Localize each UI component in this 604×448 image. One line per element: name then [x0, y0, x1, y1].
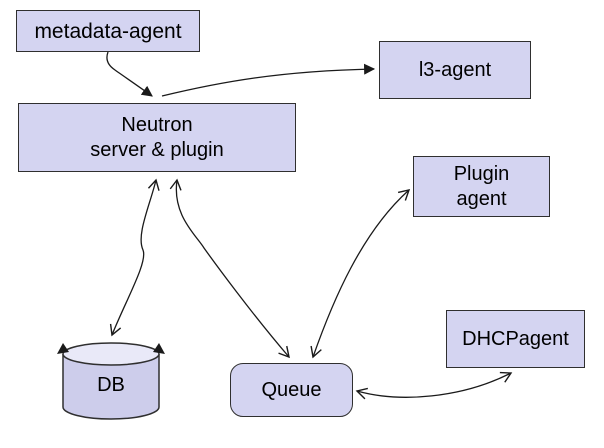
node-neutron-server-label-line1: Neutron [121, 113, 193, 136]
edge-neutron-to-l3 [161, 63, 376, 97]
node-l3-agent: l3-agent [379, 41, 531, 99]
db-cylinder [57, 342, 165, 420]
node-db-label: DB [97, 374, 125, 396]
db-rim-left-arrowhead [57, 343, 69, 354]
node-plugin-agent-label-line1: Plugin [453, 162, 510, 185]
node-queue: Queue [230, 363, 353, 417]
edge-neutron-db [109, 178, 160, 337]
db-cylinder-body [62, 354, 160, 420]
edge-queue-plugin [310, 189, 411, 359]
node-plugin-agent: Plugin agent [413, 156, 550, 217]
db-cylinder-top [62, 342, 160, 366]
node-queue-label: Queue [261, 378, 322, 401]
node-l3-agent-label: l3-agent [418, 58, 492, 81]
node-metadata-agent: metadata-agent [16, 10, 200, 52]
node-plugin-agent-label-line2: agent [456, 187, 507, 210]
node-neutron-server-label-line2: server & plugin [90, 138, 224, 161]
node-dhcp-agent-label: DHCPagent [462, 327, 569, 350]
edge-metadata-to-neutron [106, 51, 153, 97]
node-dhcp-agent: DHCPagent [446, 310, 585, 368]
node-metadata-agent-label: metadata-agent [34, 19, 182, 43]
node-neutron-server: Neutron server & plugin [18, 103, 296, 172]
edge-queue-dhcp [355, 371, 513, 400]
db-rim-right-arrowhead [153, 343, 165, 354]
edge-neutron-queue [169, 178, 290, 359]
